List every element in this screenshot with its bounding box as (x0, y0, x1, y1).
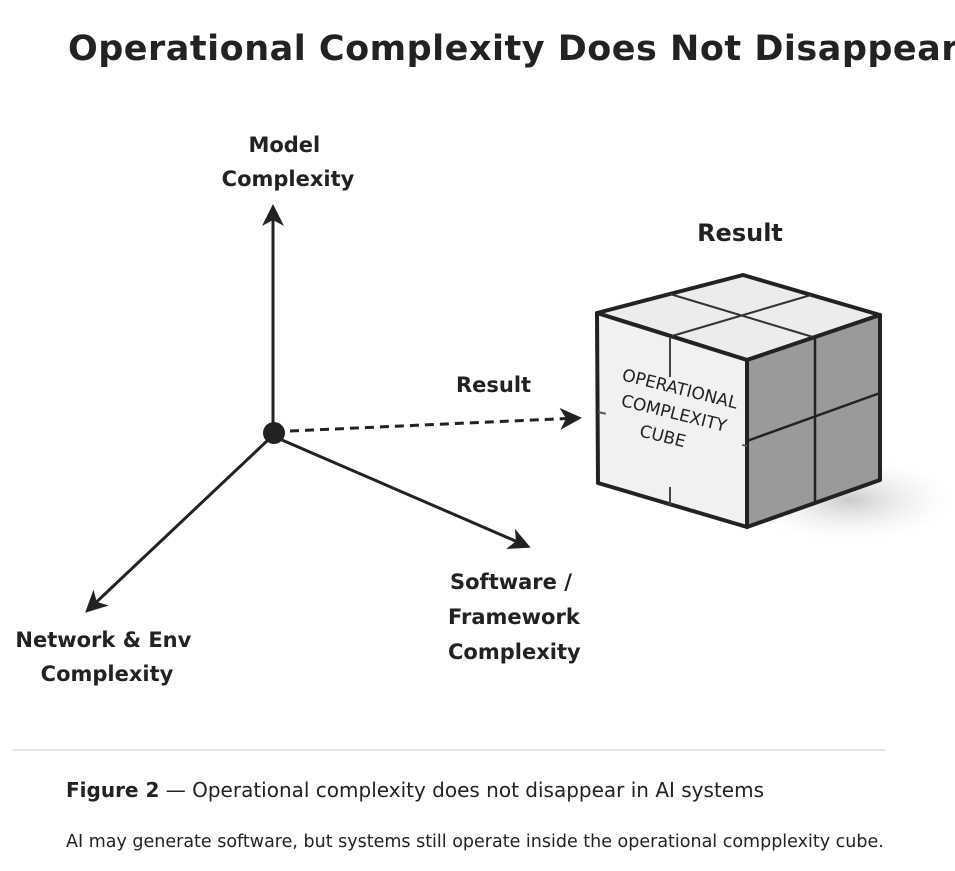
cube-heading: Result (697, 219, 783, 247)
figure-caption: Figure 2 — Operational complexity does n… (66, 778, 764, 802)
network-complexity-arrow (85, 438, 270, 613)
figure-note: AI may generate software, but systems st… (66, 832, 884, 852)
operational-complexity-cube: OPERATIONAL COMPLEXITY CUBE (595, 273, 950, 540)
page-title: Operational Complexity Does Not Disappea… (68, 29, 955, 69)
figure-caption-text: — Operational complexity does not disapp… (159, 778, 764, 802)
network-complexity-label: Network & Env Complexity (15, 628, 198, 686)
model-complexity-label: Model Complexity (222, 133, 355, 191)
result-dashed-arrow (289, 407, 582, 433)
figure-label: Figure 2 (66, 778, 160, 802)
software-complexity-label: Software / Framework Complexity (448, 570, 587, 664)
software-complexity-arrow (281, 438, 531, 549)
result-arrow-label: Result (456, 373, 531, 397)
origin-point (263, 422, 285, 444)
